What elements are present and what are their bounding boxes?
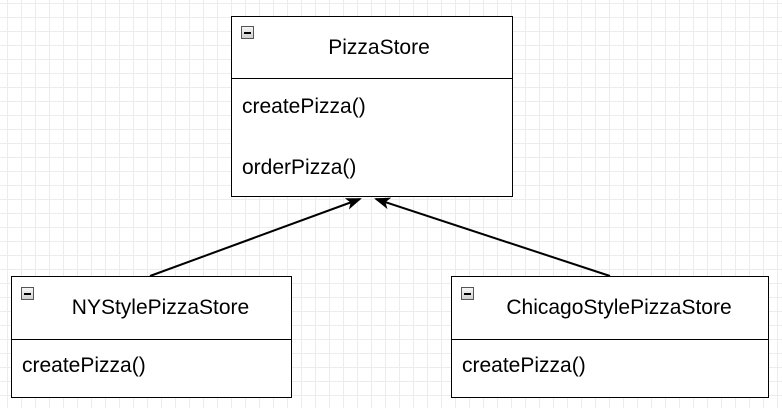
method-create-pizza[interactable]: createPizza(): [242, 95, 366, 118]
collapse-minus-icon[interactable]: [461, 287, 474, 300]
class-nystylepizzastore-header[interactable]: NYStylePizzaStore: [12, 277, 291, 340]
class-chicagostylepizzastore-header[interactable]: ChicagoStylePizzaStore: [452, 277, 768, 340]
method-order-pizza[interactable]: orderPizza(): [242, 156, 357, 179]
class-chicagostylepizzastore-name: ChicagoStylePizzaStore: [506, 296, 732, 319]
chicago-to-pizzastore-arrow: [374, 197, 611, 277]
class-chicagostylepizzastore[interactable]: ChicagoStylePizzaStore createPizza(): [451, 276, 769, 398]
class-nystylepizzastore[interactable]: NYStylePizzaStore createPizza(): [11, 276, 292, 398]
class-pizzastore-name: PizzaStore: [328, 35, 430, 59]
class-pizzastore-header[interactable]: PizzaStore: [232, 17, 512, 79]
method-create-pizza[interactable]: createPizza(): [462, 354, 586, 377]
method-create-pizza[interactable]: createPizza(): [22, 354, 146, 377]
collapse-minus-icon[interactable]: [241, 26, 254, 39]
class-nystylepizzastore-name: NYStylePizzaStore: [71, 296, 250, 319]
class-pizzastore[interactable]: PizzaStore createPizza() orderPizza(): [231, 16, 513, 197]
ny-to-pizzastore-arrow: [149, 198, 362, 277]
collapse-minus-icon[interactable]: [21, 287, 34, 300]
